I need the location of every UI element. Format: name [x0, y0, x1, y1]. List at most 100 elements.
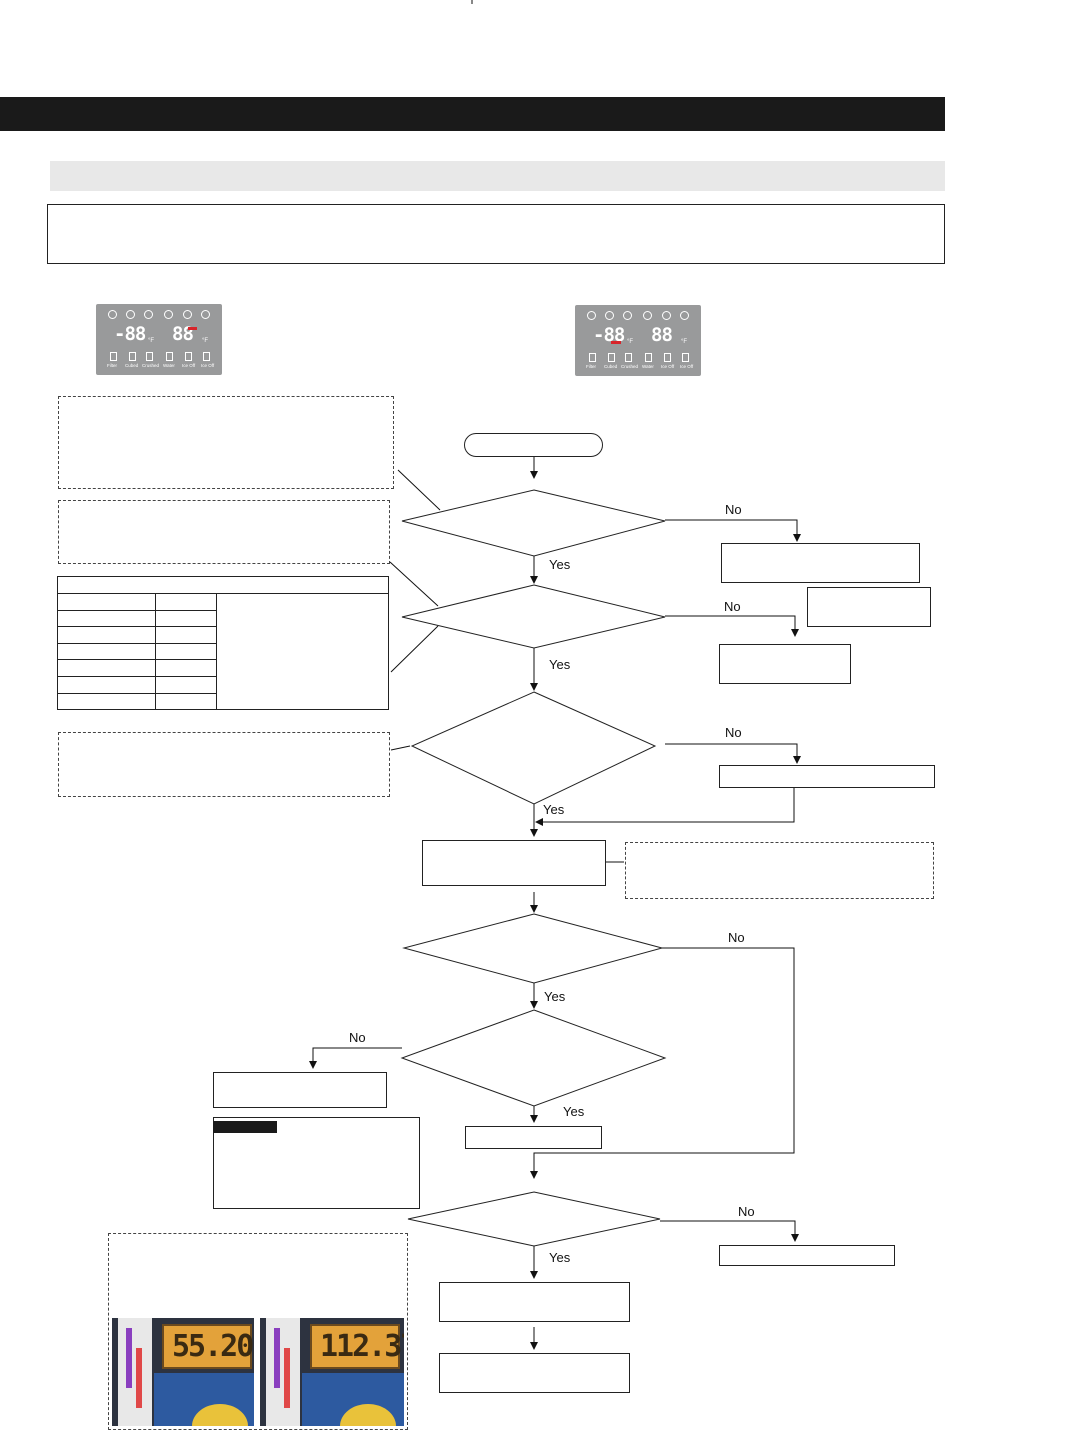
section-header-bar [0, 97, 945, 131]
unit-label: °F [148, 338, 155, 344]
cubed-icon [608, 353, 615, 362]
connector [266, 1318, 300, 1426]
decision-1 [401, 489, 666, 557]
no-label: No [738, 1204, 755, 1219]
filter-icon [589, 353, 596, 362]
ice-off-icon [664, 353, 671, 362]
caption-filter: Filter [107, 363, 117, 368]
filter-icon [110, 352, 117, 361]
caption-cubed: Cubed [604, 364, 618, 369]
wire [274, 1328, 280, 1388]
no-label: No [728, 930, 745, 945]
multimeter-display: 55.20 [162, 1324, 254, 1369]
ice-icon [126, 310, 135, 319]
lock-icon [643, 311, 652, 320]
caption-ice-off: Ice Off [182, 363, 196, 368]
action-box-1 [721, 543, 920, 583]
multimeter-dial [340, 1404, 396, 1426]
meter-reading: 55.20 [172, 1329, 254, 1364]
process-box-3 [439, 1282, 630, 1322]
yes-label: Yes [549, 557, 571, 572]
multimeter-display: 112.37 [310, 1324, 404, 1369]
ice-off-icon [203, 352, 210, 361]
error-segment-indicator [188, 327, 197, 330]
yes-label: Yes [549, 1250, 571, 1265]
decision-3 [410, 691, 657, 805]
meter-reading: 112.37 [320, 1329, 404, 1364]
display-panel-right: -88 °F 88 °F Filter Cubed Crushed Water … [575, 305, 701, 376]
ice-icon [605, 311, 614, 320]
display-panel-left: -88 °F 88 °F Filter Cubed Crushed Water … [96, 304, 222, 375]
action-box-2 [807, 587, 931, 627]
no-label: No [725, 725, 742, 740]
fridge-temp-digits: 88 [651, 324, 673, 346]
note-box-3 [58, 732, 390, 797]
yes-label: Yes [549, 657, 571, 672]
caption-crushed: Crushed [621, 364, 639, 369]
connector [118, 1318, 152, 1426]
error-segment-indicator [611, 341, 621, 344]
table-row [57, 692, 389, 711]
start-terminal [464, 433, 603, 457]
freezer-temp-digits: -88 [593, 324, 625, 346]
multimeter-photo-left: 55.20 [112, 1318, 254, 1426]
caption-ice-off: Ice Off [201, 363, 215, 368]
description-box [47, 204, 945, 264]
no-label: No [725, 502, 742, 517]
caption-ice-off: Ice Off [661, 364, 675, 369]
caption-filter: Filter [586, 364, 596, 369]
water-icon [166, 352, 173, 361]
decision-5 [400, 1009, 667, 1107]
caption-water: Water [642, 364, 654, 369]
table-row [57, 642, 389, 661]
wire [126, 1328, 132, 1388]
spec-table [57, 576, 389, 711]
multimeter-dial [192, 1404, 248, 1426]
process-box-2 [465, 1126, 602, 1149]
caption-crushed: Crushed [142, 363, 160, 368]
wire [136, 1348, 142, 1408]
freezer-temp-digits: -88 [114, 323, 146, 345]
freeze-icon [587, 311, 596, 320]
no-label: No [349, 1030, 366, 1045]
action-box-4 [719, 765, 935, 788]
water-drop-icon [680, 311, 689, 320]
no-label: No [724, 599, 741, 614]
unit-label: °F [681, 339, 688, 345]
caption-cubed: Cubed [125, 363, 139, 368]
crushed-icon [146, 352, 153, 361]
caption-water: Water [163, 363, 175, 368]
caption-ice-off: Ice Off [680, 364, 694, 369]
freeze-icon [108, 310, 117, 319]
yes-label: Yes [544, 989, 566, 1004]
action-box-3 [719, 644, 851, 684]
water-drop-icon [201, 310, 210, 319]
subsection-bar [50, 161, 945, 191]
note-box-4 [625, 842, 934, 899]
wire [284, 1348, 290, 1408]
yes-label: Yes [563, 1104, 585, 1119]
action-box-5 [213, 1072, 387, 1108]
decision-6 [407, 1191, 661, 1247]
note-box-2 [58, 500, 390, 564]
ice-off-icon [185, 352, 192, 361]
unit-label: °F [627, 339, 634, 345]
multimeter-photo-right: 112.37 [260, 1318, 404, 1426]
unit-label: °F [202, 338, 209, 344]
caution-tag [213, 1121, 277, 1133]
decision-2 [401, 584, 666, 649]
sound-icon [623, 311, 632, 320]
note-box-1 [58, 396, 394, 489]
lock-icon [164, 310, 173, 319]
light-icon [183, 310, 192, 319]
process-box-4 [439, 1353, 630, 1393]
ice-off-icon [682, 353, 689, 362]
decision-4 [402, 913, 664, 984]
table-row [57, 626, 389, 644]
yes-label: Yes [543, 802, 565, 817]
water-icon [645, 353, 652, 362]
sound-icon [144, 310, 153, 319]
crushed-icon [625, 353, 632, 362]
light-icon [662, 311, 671, 320]
